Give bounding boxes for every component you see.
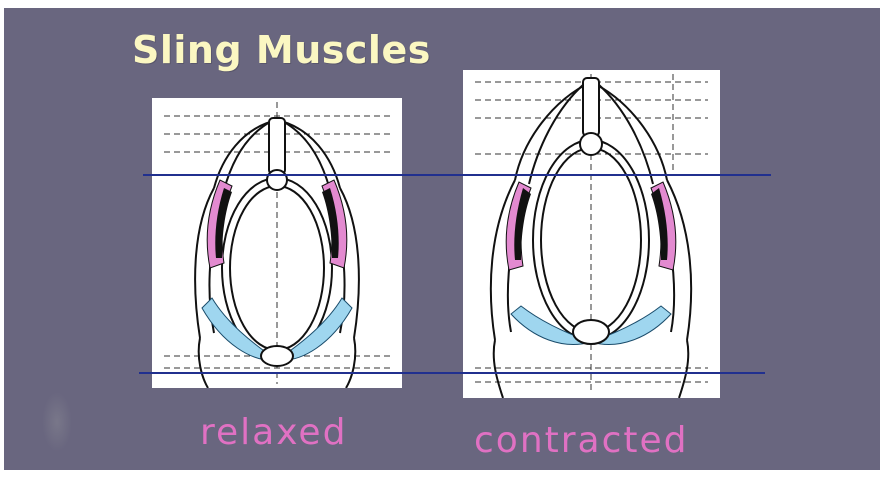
- relaxed-illustration: [152, 98, 402, 388]
- background-smudge: [42, 392, 72, 452]
- frame-border-left: [0, 0, 4, 478]
- frame-border-top: [0, 0, 886, 8]
- relaxed-label: relaxed: [200, 412, 347, 453]
- guide-line-bottom: [139, 372, 765, 374]
- slide-title: Sling Muscles: [132, 28, 431, 72]
- frame-border-right: [880, 0, 886, 478]
- frame-border-bottom: [0, 470, 886, 478]
- contracted-label: contracted: [474, 420, 689, 461]
- contracted-illustration: [463, 70, 720, 398]
- guide-line-top: [143, 174, 771, 176]
